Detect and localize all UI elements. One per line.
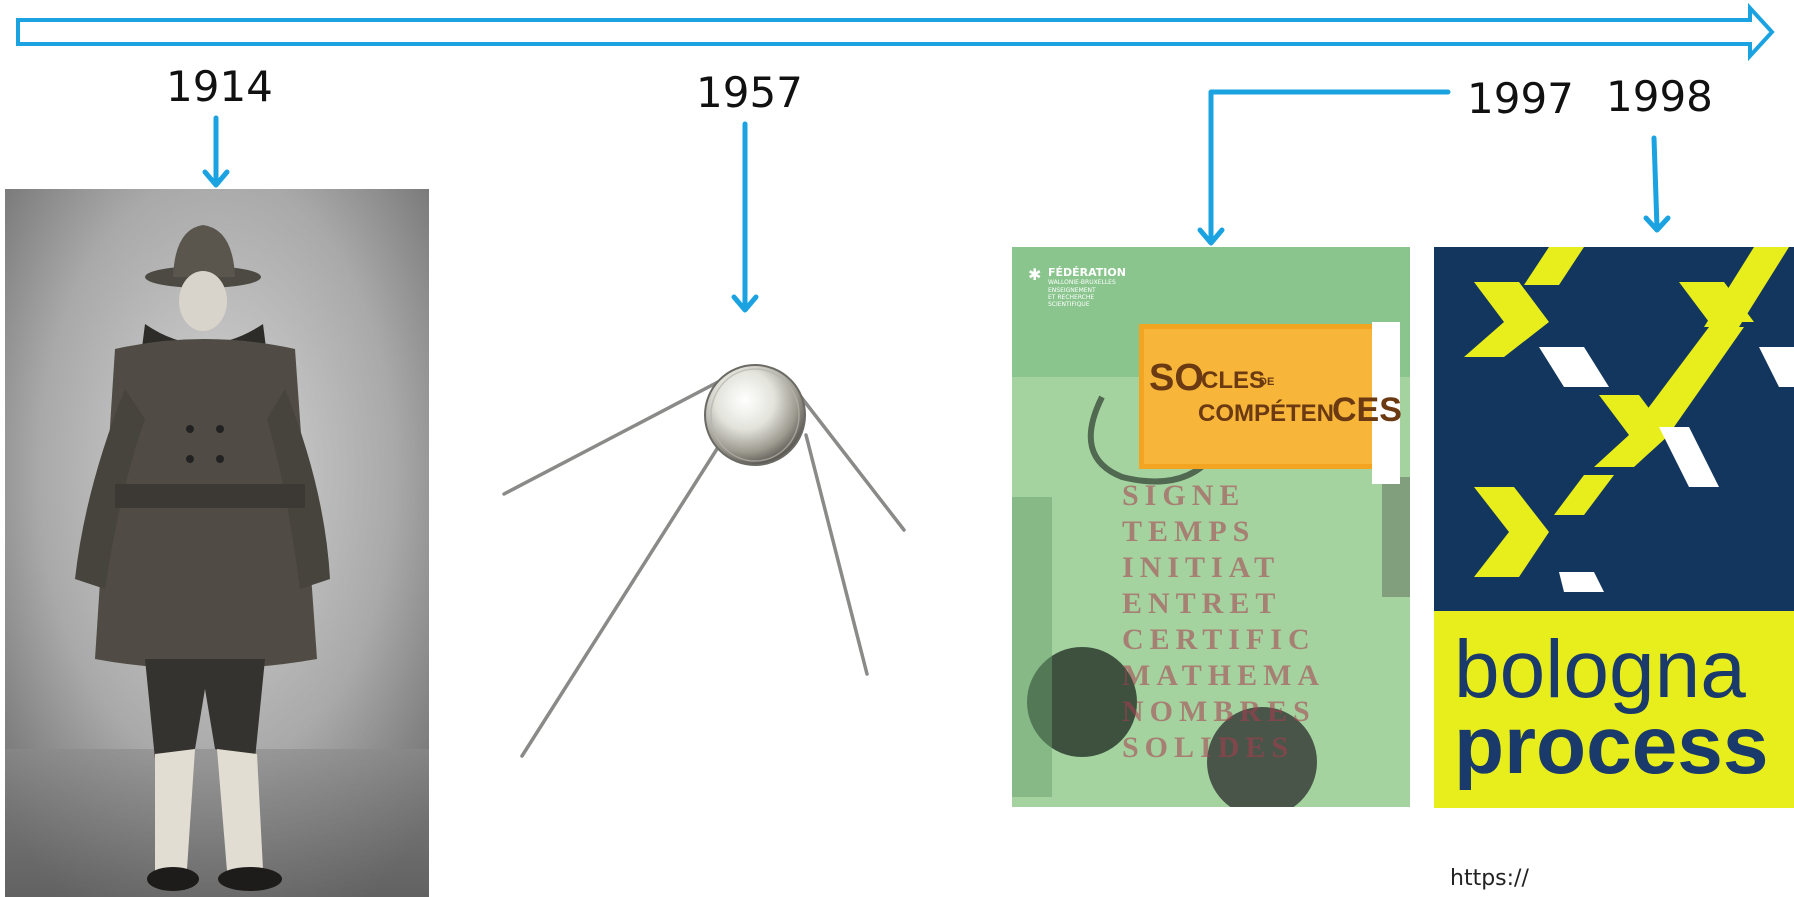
arrow-1998 [1646, 138, 1668, 230]
soldier-portrait-photo [5, 189, 429, 897]
source-url-fragment[interactable]: https:// [1450, 866, 1529, 891]
cover-title-competen: COMPÉTEN [1198, 402, 1334, 426]
publisher-line-4: ET RECHERCHE [1048, 294, 1094, 301]
cover-bg-word: CERTIFIC [1122, 623, 1316, 657]
cover-bg-word: TEMPS [1122, 515, 1255, 549]
publisher-line-5: SCIENTIFIQUE [1048, 301, 1090, 308]
year-label-1914: 1914 [166, 62, 273, 111]
cover-title-de: DE [1259, 377, 1274, 388]
cover-bg-word: ENTRET [1122, 587, 1281, 621]
cover-bg-word: MATHEMA [1122, 659, 1325, 693]
cover-title-cles: CLES [1201, 369, 1265, 393]
arrow-1957 [734, 124, 756, 310]
year-label-1997: 1997 [1467, 74, 1574, 123]
year-label-1998: 1998 [1606, 72, 1713, 121]
cover-bg-word: SOLIDES [1122, 731, 1294, 765]
bologna-word: bologna [1454, 629, 1794, 711]
publisher-line-3: ENSEIGNEMENT [1048, 287, 1096, 294]
cover-bg-word: SIGNE [1122, 479, 1245, 513]
bologna-process-logo: bologna process [1434, 247, 1794, 808]
cover-title-ces: CES [1332, 393, 1402, 427]
sputnik-satellite-photo [490, 360, 910, 760]
federation-logo-icon: ✱ [1028, 265, 1041, 284]
cover-bg-word: NOMBRES [1122, 695, 1316, 729]
arrow-1914 [205, 118, 227, 185]
socles-de-competences-cover: FÉDÉRATION WALLONIE-BRUXELLES ENSEIGNEME… [1012, 247, 1410, 807]
publisher-line-2: WALLONIE-BRUXELLES [1048, 279, 1116, 286]
cover-title-so: SO [1149, 359, 1204, 397]
timeline-main-arrow [18, 8, 1772, 56]
year-label-1957: 1957 [696, 68, 803, 117]
process-word: process [1454, 705, 1794, 787]
arrow-1997 [1200, 92, 1448, 243]
cover-bg-word: INITIAT [1122, 551, 1280, 585]
publisher-line-1: FÉDÉRATION [1048, 266, 1126, 279]
